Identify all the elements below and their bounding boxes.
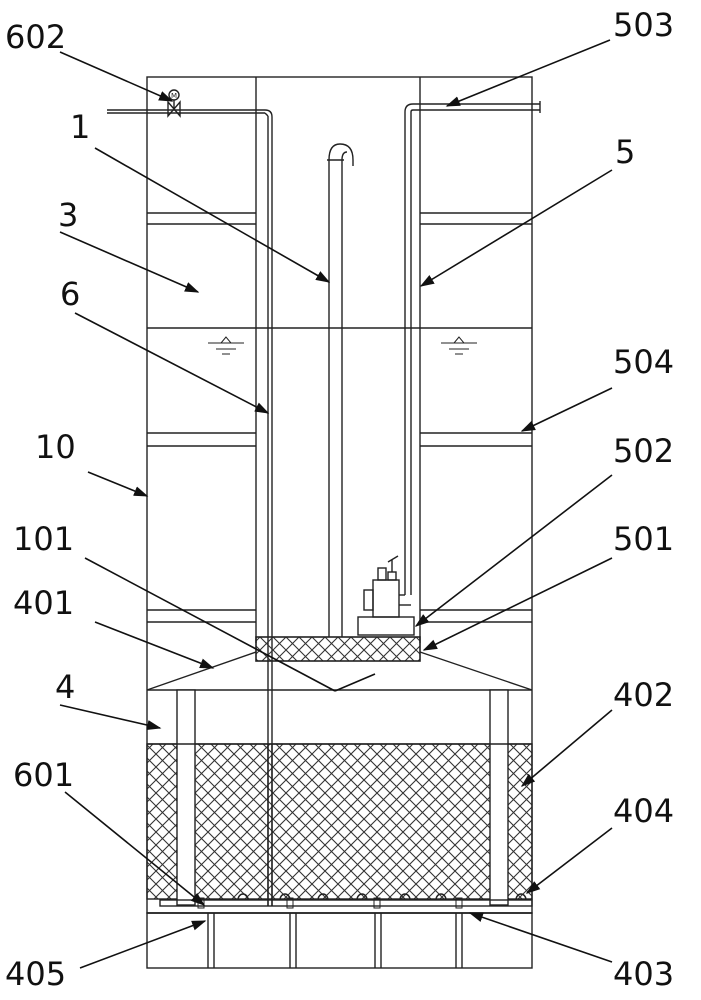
label-601: 601: [13, 756, 74, 794]
label-402: 402: [613, 676, 674, 714]
label-101: 101: [13, 520, 74, 558]
reference-labels: 602 503 1 5 3 6 504 10 502 101 501 401 4…: [5, 6, 674, 993]
label-504: 504: [613, 343, 674, 381]
discharge-pipe: [404, 101, 541, 595]
base-support: [146, 912, 533, 969]
label-6: 6: [60, 275, 80, 313]
label-404: 404: [613, 792, 674, 830]
water-level-icon: [441, 336, 477, 355]
label-403: 403: [613, 955, 674, 993]
submersible-pump-icon: [357, 555, 415, 636]
label-501: 501: [613, 520, 674, 558]
label-10: 10: [35, 428, 76, 466]
cone-hopper: [146, 651, 533, 691]
riser-pipe: [327, 143, 354, 637]
distribution-pipe: [159, 893, 533, 909]
label-3: 3: [58, 196, 78, 234]
motorized-valve-icon: M: [167, 89, 181, 118]
label-1: 1: [70, 108, 90, 146]
label-5: 5: [615, 133, 635, 171]
label-405: 405: [5, 955, 66, 993]
leader-lines: [59, 39, 613, 969]
label-502: 502: [613, 432, 674, 470]
label-4: 4: [55, 668, 75, 706]
filter-media: [146, 689, 533, 906]
svg-text:M: M: [171, 92, 177, 100]
label-401: 401: [13, 584, 74, 622]
water-level-icon: [208, 336, 244, 355]
label-503: 503: [613, 6, 674, 44]
pump-platform: [255, 636, 421, 662]
label-602: 602: [5, 18, 66, 56]
